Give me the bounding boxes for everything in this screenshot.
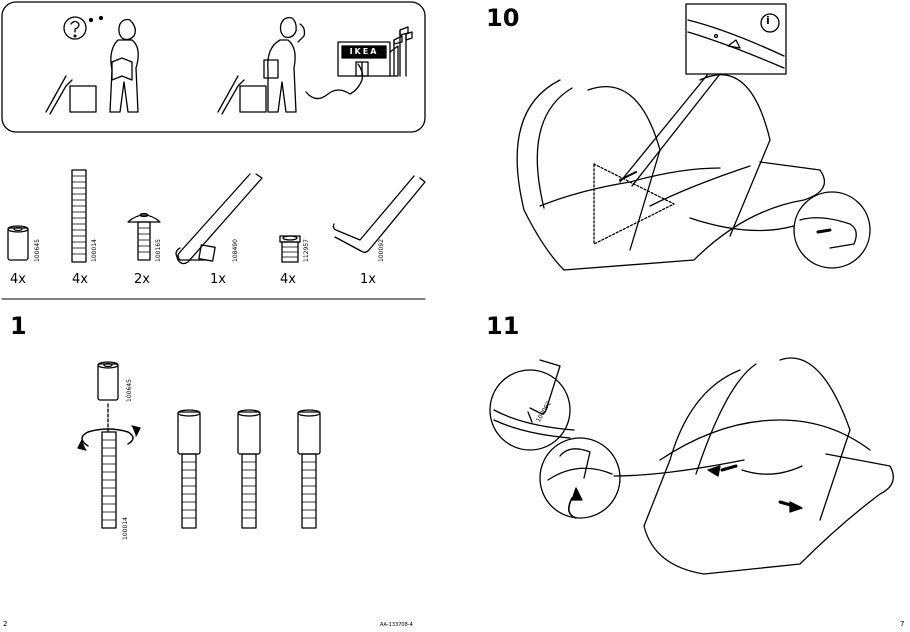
step-number-1: 1 [10, 312, 27, 340]
step1-assembly-icon [77, 361, 321, 529]
part-code-100645: 100645 [34, 239, 41, 262]
part-code-112957: 112957 [303, 239, 310, 262]
step11-chair-icon [489, 357, 894, 575]
part-qty-100014: 4x [72, 272, 88, 287]
help-panel-frame [1, 1, 426, 133]
step-number-10: 10 [486, 4, 520, 32]
info-icon: i [766, 14, 770, 27]
step1-code-nut: 100645 [126, 379, 133, 402]
part-code-100092: 100092 [378, 239, 385, 262]
part-qty-112957: 4x [280, 272, 296, 287]
part-100092-allen-key-icon [332, 175, 426, 253]
part-qty-100165: 2x [134, 272, 150, 287]
part-100645-barrel-nut-icon [7, 225, 29, 261]
step-number-11: 11 [486, 312, 520, 340]
document-id: AA-133708-4 [380, 622, 413, 628]
part-112957-bolt-icon [279, 235, 301, 263]
part-108490-allen-key-icon [175, 173, 263, 265]
page-number-right: 7 [900, 620, 905, 628]
part-code-100014: 100014 [91, 239, 98, 262]
store-sign-label: IKEA [349, 47, 379, 56]
part-code-108490: 108490 [232, 239, 239, 262]
part-100014-bolt-icon [71, 169, 87, 263]
part-code-100165: 100165 [155, 239, 162, 262]
step10-chair-icon [516, 3, 871, 271]
calling-person-icon [217, 16, 364, 115]
ikea-store-icon [337, 26, 413, 77]
step1-code-bolt: 100014 [122, 517, 129, 540]
page-number-left: 2 [3, 620, 8, 628]
part-100165-screw-icon [127, 212, 161, 261]
part-qty-100092: 1x [360, 272, 376, 287]
part-qty-108490: 1x [210, 272, 226, 287]
confused-person-icon [45, 15, 139, 115]
part-qty-100645: 4x [10, 272, 26, 287]
